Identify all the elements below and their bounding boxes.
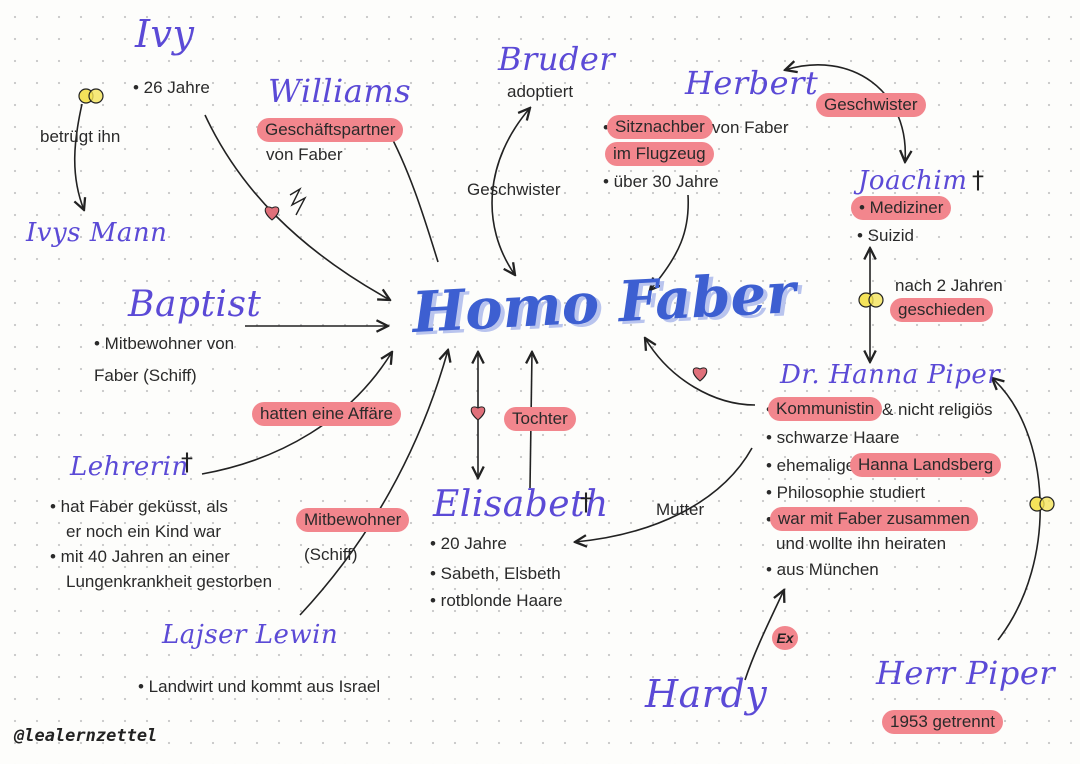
arrow-faber-williams — [385, 125, 439, 263]
arrow-herbert-faber — [650, 194, 690, 290]
hanna-fact-3-hl: Hanna Landsberg — [850, 453, 1002, 477]
relation-schiff: (Schiff) — [304, 545, 358, 564]
arrow-lajser-faber — [299, 350, 448, 616]
baptist-fact-2: Faber (Schiff) — [94, 366, 197, 385]
hanna-fact-1-rest: & nicht religiös — [882, 400, 993, 419]
relation-geschwister-herbert: Geschwister — [816, 93, 926, 117]
lehrerin-fact-1: • hat Faber geküsst, als — [50, 497, 228, 516]
lehrerin-fact-3: • mit 40 Jahren an einer — [50, 547, 230, 566]
hanna-name: Dr. Hanna Piper — [780, 360, 1001, 390]
joachim-fact-hl: • Mediziner — [851, 196, 952, 220]
elisabeth-fact-2: • Sabeth, Elsbeth — [430, 564, 561, 583]
relation-geschieden-2: geschieden — [890, 298, 993, 322]
ivy-fact: • 26 Jahre — [133, 78, 210, 97]
arrow-ivy-mann — [75, 103, 84, 210]
hanna-fact-2: • schwarze Haare — [766, 428, 900, 447]
relation-geschwister-bruder: Geschwister — [467, 180, 561, 199]
herbert-bullet: • — [603, 118, 609, 137]
lehrerin-fact-2: er noch ein Kind war — [66, 522, 221, 541]
relation-mitbewohner: Mitbewohner — [296, 508, 410, 532]
hanna-fact-5-hl: war mit Faber zusammen — [770, 507, 978, 531]
ivys-mann-name: Ivys Mann — [26, 218, 168, 248]
herbert-fact-hl-2: im Flugzeug — [605, 142, 714, 166]
lajser-fact: • Landwirt und kommt aus Israel — [138, 677, 381, 696]
hanna-fact-6: • aus München — [766, 560, 879, 579]
relation-geschieden-1: nach 2 Jahren — [895, 276, 1003, 295]
joachim-name: Joachim — [858, 166, 968, 196]
hanna-fact-4: • Philosophie studiert — [766, 483, 926, 502]
arrow-herbert-joachim — [785, 65, 905, 162]
author-handle: @lealernzettel — [14, 726, 158, 746]
spark-icon — [289, 187, 307, 216]
arrow-hardy-hanna — [744, 590, 784, 681]
relation-affaere: hatten eine Affäre — [252, 402, 401, 426]
elisabeth-name: Elisabeth — [433, 484, 609, 525]
williams-role-rest: von Faber — [266, 145, 343, 164]
herbert-name: Herbert — [685, 64, 819, 102]
ex-badge: Ex — [772, 626, 798, 650]
arrow-lehrerin-faber — [201, 352, 392, 475]
lehrerin-name: Lehrerin — [70, 452, 189, 482]
ring-icon — [858, 292, 884, 308]
elisabeth-fact-1: • 20 Jahre — [430, 534, 507, 553]
arrow-hanna-faber — [645, 338, 756, 406]
williams-name: Williams — [268, 72, 412, 110]
williams-role: Geschäftspartner — [257, 118, 404, 142]
joachim-fact: • Suizid — [857, 226, 914, 245]
relation-betruegt: betrügt ihn — [40, 127, 121, 146]
heart-icon — [264, 206, 280, 221]
relation-mutter: Mutter — [656, 500, 705, 519]
hanna-fact-1-hl: Kommunistin — [768, 397, 883, 421]
herbert-fact-hl-1: Sitznachber — [607, 115, 713, 139]
hanna-bullet: • — [766, 510, 772, 529]
heart-icon — [470, 406, 486, 421]
bruder-note: adoptiert — [507, 82, 574, 101]
heart-icon — [692, 367, 708, 382]
elisabeth-cross-icon: † — [580, 488, 592, 516]
hanna-fact-3-pre: • ehemalige — [766, 456, 856, 475]
arrow-ivy-faber — [204, 114, 390, 300]
ring-icon — [1029, 496, 1055, 512]
ivy-name: Ivy — [135, 12, 195, 56]
herbert-fact-rest-1: von Faber — [712, 118, 789, 137]
lajser-name: Lajser Lewin — [162, 620, 339, 650]
bruder-name: Bruder — [498, 40, 616, 78]
baptist-fact-1: • Mitbewohner von — [94, 334, 235, 353]
baptist-name: Baptist — [128, 284, 262, 325]
joachim-cross-icon: † — [972, 166, 984, 194]
lehrerin-fact-4: Lungenkrankheit gestorben — [66, 572, 273, 591]
lehrerin-cross-icon: † — [181, 448, 193, 476]
relation-tochter: Tochter — [504, 407, 576, 431]
herbert-fact-2: • über 30 Jahre — [603, 172, 719, 191]
hanna-fact-5-rest: und wollte ihn heiraten — [776, 534, 947, 553]
herr-piper-name: Herr Piper — [876, 654, 1056, 692]
elisabeth-fact-3: • rotblonde Haare — [430, 591, 563, 610]
herr-piper-note: 1953 getrennt — [882, 710, 1003, 734]
arrow-faber-bruder — [491, 108, 530, 275]
hardy-name: Hardy — [645, 672, 768, 716]
ring-icon — [78, 88, 104, 104]
arrow-hanna-elisabeth — [575, 447, 753, 542]
